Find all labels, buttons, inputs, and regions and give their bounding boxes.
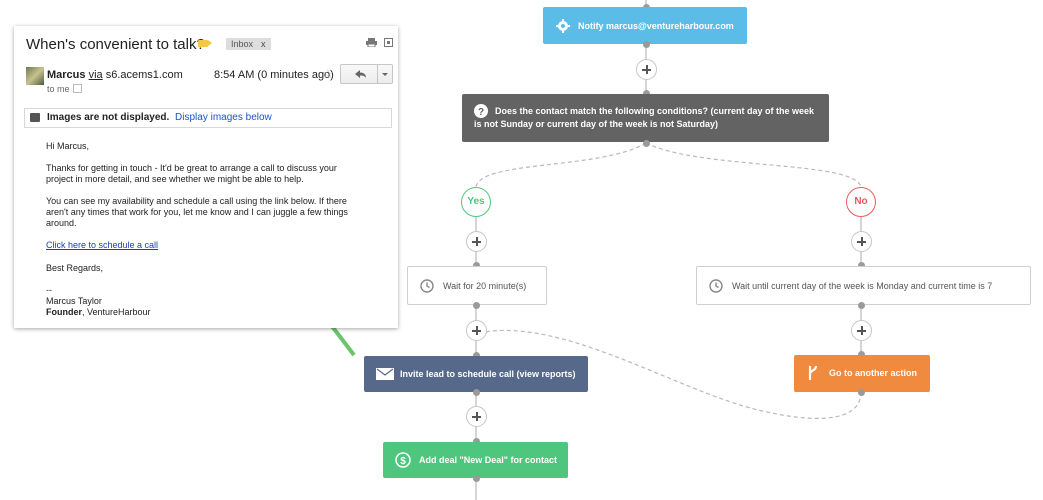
reply-icon <box>355 70 366 78</box>
chevron-down-icon <box>382 73 388 76</box>
display-images-link[interactable]: Display images below <box>175 112 272 123</box>
connector-dot <box>473 475 480 482</box>
remove-label-icon[interactable]: x <box>261 39 266 49</box>
new-window-icon[interactable] <box>384 38 393 47</box>
wait-yes-label: Wait for 20 minute(s) <box>443 281 527 291</box>
invite-email-label: Invite lead to schedule call (view repor… <box>400 369 576 379</box>
sender-via: via <box>88 69 103 81</box>
signature-name: Marcus Taylor <box>46 296 102 306</box>
sender-domain: s6.acems1.com <box>105 69 183 81</box>
signature-title: Founder <box>46 307 82 317</box>
notify-action-label: Notify marcus@ventureharbour.com <box>578 21 734 31</box>
gear-icon <box>556 19 570 33</box>
email-paragraph-2-line-3: around. <box>46 218 77 228</box>
svg-text:?: ? <box>478 107 484 118</box>
condition-label-line-2: is not Sunday or current day of the week… <box>474 119 719 129</box>
connector-dot <box>858 389 865 396</box>
question-icon: ? <box>474 104 488 118</box>
email-paragraph-2-line-1: You can see my availability and schedule… <box>46 196 347 206</box>
condition-node[interactable]: ? Does the contact match the following c… <box>462 94 829 142</box>
images-notice-bar: Images are not displayed. Display images… <box>24 108 392 128</box>
add-deal-label: Add deal "New Deal" for contact <box>419 455 558 465</box>
connector-dot <box>858 302 865 309</box>
print-icon[interactable] <box>366 38 377 47</box>
connector-dot <box>473 438 480 445</box>
recipient-details-icon[interactable] <box>72 84 82 94</box>
sender-avatar <box>26 67 44 85</box>
wait-no-label: Wait until current day of the week is Mo… <box>732 281 993 291</box>
connector-dot <box>858 351 865 358</box>
connector-dot <box>858 262 865 269</box>
goto-action-node[interactable]: Go to another action <box>794 355 930 392</box>
email-paragraph-2-line-2: aren't any times that work for you, let … <box>46 207 348 217</box>
add-step-button[interactable] <box>466 320 487 341</box>
add-step-button[interactable] <box>851 320 872 341</box>
signature-title-line: Founder, VentureHarbour <box>46 307 151 318</box>
sender-line: Marcus via s6.acems1.com <box>47 69 183 81</box>
image-icon <box>30 113 40 122</box>
dollar-icon: $ <box>395 452 411 468</box>
recipient-text: to me <box>47 84 70 94</box>
add-deal-node[interactable]: $ Add deal "New Deal" for contact <box>383 442 568 478</box>
svg-text:$: $ <box>400 456 406 467</box>
invite-email-node[interactable]: Invite lead to schedule call (view repor… <box>364 356 588 392</box>
email-greeting: Hi Marcus, <box>46 141 90 151</box>
clock-icon <box>709 279 723 293</box>
email-sign-off: Best Regards, <box>46 263 104 273</box>
add-step-button[interactable] <box>466 406 487 427</box>
wait-yes-node[interactable]: Wait for 20 minute(s) <box>407 266 547 305</box>
email-paragraph-1-line-2: project in more detail, and see whether … <box>46 174 304 184</box>
signature-company: , VentureHarbour <box>82 307 151 317</box>
add-step-button[interactable] <box>466 231 487 252</box>
add-step-button[interactable] <box>851 231 872 252</box>
wait-no-node[interactable]: Wait until current day of the week is Mo… <box>696 266 1031 305</box>
connector-dot <box>473 302 480 309</box>
connector-dot <box>473 352 480 359</box>
sender-name: Marcus <box>47 69 86 81</box>
star-icon[interactable]: ☆ <box>322 66 334 81</box>
inbox-label-text: Inbox <box>231 39 254 49</box>
reply-button[interactable] <box>340 64 378 84</box>
images-notice-text: Images are not displayed. <box>47 112 170 123</box>
label-tag-icon[interactable] <box>198 40 212 47</box>
signature-separator: -- <box>46 285 52 295</box>
yes-branch-badge: Yes <box>461 187 491 217</box>
clock-icon <box>420 279 434 293</box>
connector-dot <box>473 262 480 269</box>
envelope-icon <box>376 368 394 380</box>
connector-dot <box>643 90 650 97</box>
branch-icon <box>808 365 818 380</box>
condition-label-line-1: Does the contact match the following con… <box>495 106 815 116</box>
email-subject: When's convenient to talk? <box>26 36 205 53</box>
more-options-button[interactable] <box>377 64 393 84</box>
schedule-call-link[interactable]: Click here to schedule a call <box>46 240 159 250</box>
goto-action-label: Go to another action <box>829 368 918 378</box>
connector-dot <box>473 389 480 396</box>
email-timestamp: 8:54 AM (0 minutes ago) <box>214 69 334 81</box>
email-paragraph-1-line-1: Thanks for getting in touch - It'd be gr… <box>46 163 337 173</box>
no-branch-badge: No <box>846 187 876 217</box>
connector-dot <box>643 41 650 48</box>
recipient-line: to me <box>47 84 82 94</box>
add-step-button[interactable] <box>636 59 657 80</box>
notify-action-node[interactable]: Notify marcus@ventureharbour.com <box>543 7 747 44</box>
connector-dot <box>643 140 650 147</box>
